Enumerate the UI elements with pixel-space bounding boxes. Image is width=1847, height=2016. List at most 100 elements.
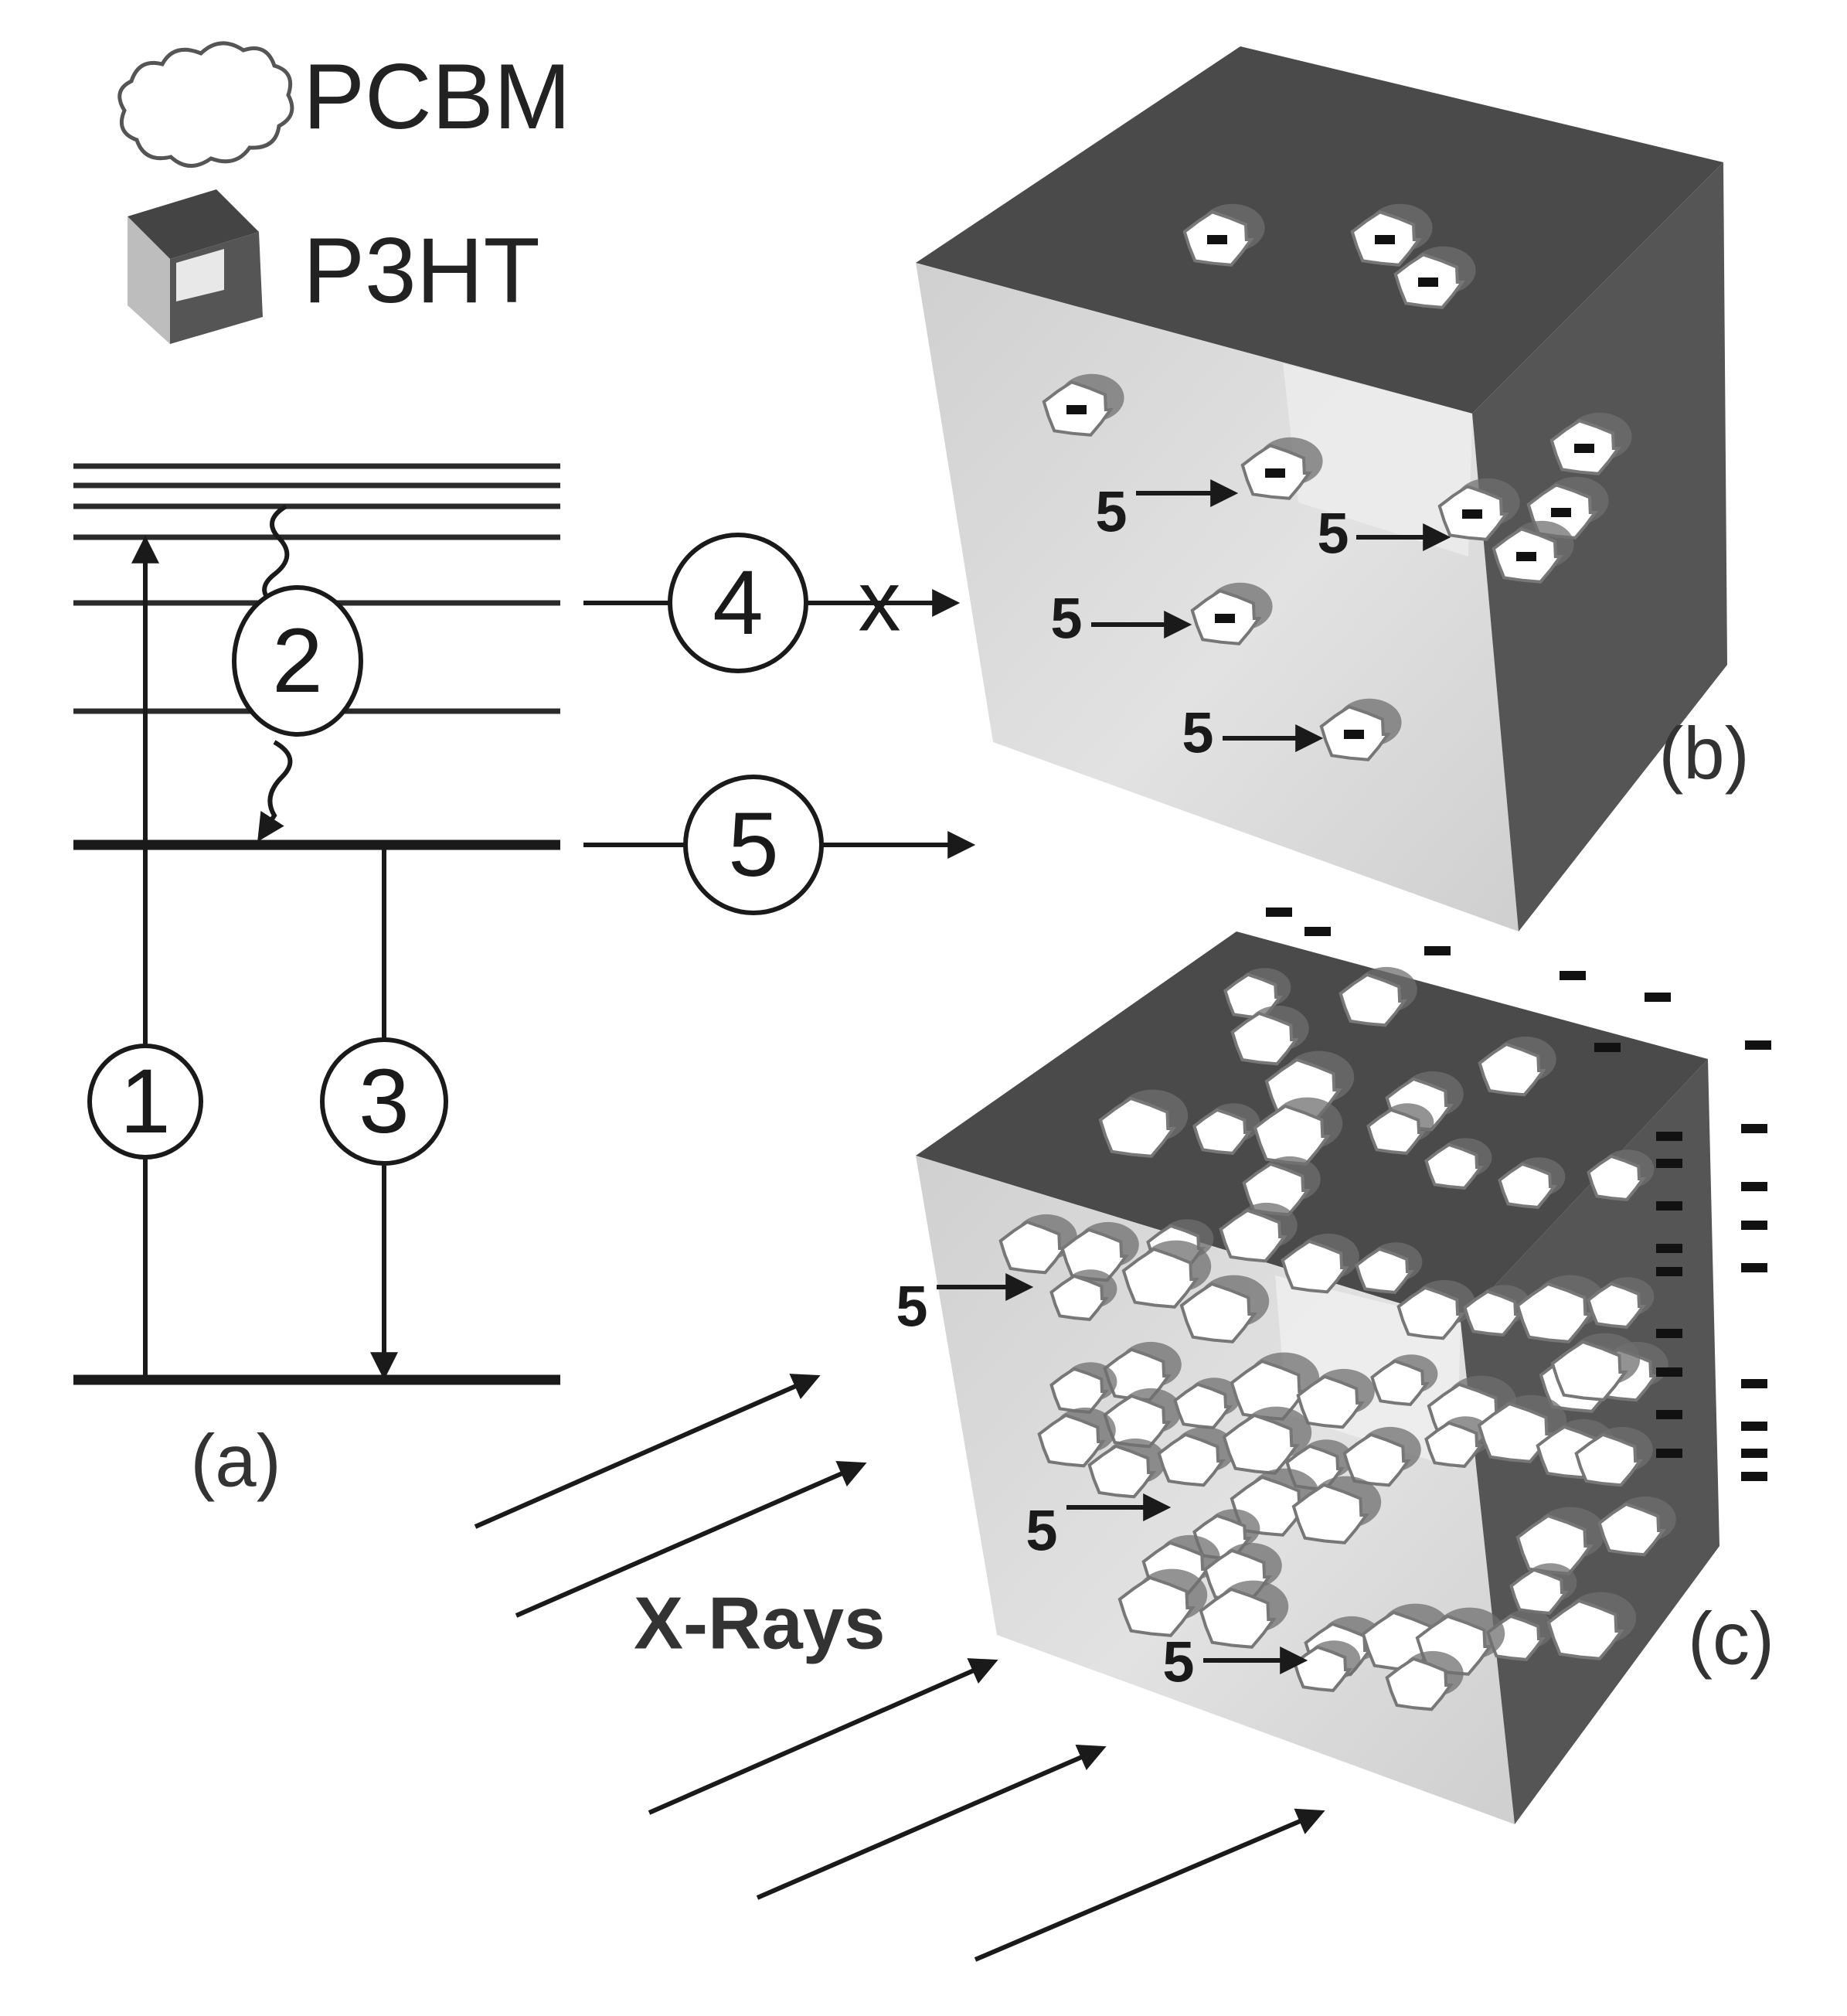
charge-marker (1741, 1449, 1767, 1458)
pcbm-cluster (1478, 1042, 1546, 1097)
x-ray-arrow (515, 1461, 867, 1618)
charge-marker (1656, 1244, 1682, 1253)
pcbm-cluster (1385, 1657, 1454, 1711)
panel-b-label: (b) (1658, 713, 1749, 795)
cube-b-pcbm-clusters (1042, 203, 1632, 761)
charge-marker (1574, 444, 1594, 453)
pcbm-cluster (1281, 1239, 1349, 1294)
site-label: 5 (1095, 480, 1127, 544)
panel-c-label: (c) (1688, 1598, 1774, 1681)
pcbm-legend-label: PCBM (303, 45, 571, 148)
charge-marker (1656, 1449, 1682, 1458)
site-label: 5 (1050, 587, 1082, 651)
pcbm-cluster (1296, 1374, 1365, 1429)
pcbm-cluster (1121, 1247, 1199, 1309)
legend: PCBM P3HT (117, 41, 571, 344)
process-1-label: 1 (120, 1051, 171, 1153)
pcbm-cluster (1179, 1282, 1257, 1343)
charge-marker (1304, 927, 1331, 936)
pcbm-cluster (1587, 1282, 1646, 1329)
charge-marker (1560, 971, 1586, 980)
pcbm-cluster (1173, 1382, 1233, 1429)
charge-marker (1656, 1367, 1682, 1377)
charge-marker (1741, 1379, 1767, 1388)
charge-marker (1207, 235, 1227, 244)
pcbm-cluster (1157, 1432, 1226, 1487)
pcbm-cluster (1424, 1143, 1484, 1190)
x-ray-arrow (974, 1808, 1325, 1962)
charge-marker (1741, 1263, 1767, 1272)
charge-marker (1656, 1267, 1682, 1276)
charge-marker (1265, 468, 1285, 478)
charge-marker (1741, 1221, 1767, 1230)
charge-marker (1462, 509, 1482, 519)
charge-marker (1266, 908, 1292, 917)
pcbm-cluster (1087, 1444, 1156, 1499)
pcbm-cluster (1219, 1208, 1287, 1263)
pcbm-cluster (1230, 1011, 1299, 1066)
cube-b-top-face (916, 46, 1723, 414)
site-label: 5 (1182, 701, 1213, 765)
site-label: 5 (1026, 1499, 1057, 1563)
charge-marker (1516, 552, 1536, 561)
charge-marker (1645, 993, 1671, 1002)
panel-a-label: (a) (190, 1420, 281, 1503)
pcbm-cluster (1509, 1568, 1569, 1615)
charge-marker (1741, 1182, 1767, 1191)
pcbm-cluster (1098, 1096, 1176, 1158)
pcbm-cluster (1192, 1108, 1252, 1155)
relaxation-wavy-upper (262, 504, 290, 609)
process-2-label: 2 (272, 610, 323, 712)
pcbm-cluster (1366, 1108, 1426, 1155)
x-ray-beams: X-Rays (474, 1374, 1325, 1962)
process-4-label: 4 (713, 552, 764, 654)
pcbm-cluster (1498, 1162, 1557, 1209)
x-ray-arrow (474, 1374, 821, 1529)
pcbm-cluster (1037, 1413, 1106, 1468)
pcbm-cluster (1342, 1432, 1411, 1487)
relaxation-wavy-lower (257, 740, 293, 843)
pcbm-cluster (1199, 1587, 1277, 1649)
pcbm-cluster (1370, 1359, 1430, 1406)
pcbm-cluster (1546, 1599, 1624, 1660)
charge-marker (1656, 1201, 1682, 1211)
charge-marker (1656, 1410, 1682, 1419)
pcbm-cluster (1049, 1274, 1109, 1321)
pcbm-cluster (1550, 1340, 1628, 1401)
pcbm-cluster (1424, 1421, 1484, 1468)
charge-marker (1424, 946, 1451, 955)
cube-b-lit-patch (1283, 363, 1472, 557)
pcbm-cluster (1117, 1575, 1196, 1637)
pcbm-cluster (1597, 1502, 1666, 1557)
energy-level-diagram: 1 2 3 4 x 5 (a) (73, 463, 976, 1503)
pcbm-cluster (998, 1220, 1067, 1275)
charge-marker (1594, 1043, 1621, 1052)
charge-marker (1215, 614, 1235, 623)
cube-c: 5 5 5 (c) (896, 908, 1774, 1824)
charge-marker (1741, 1124, 1767, 1133)
pcbm-legend-icon (117, 41, 294, 168)
cube-c-ejected-charges (1266, 908, 1771, 1481)
process-4-circle (668, 533, 808, 673)
x-ray-label: X-Rays (634, 1582, 886, 1665)
pcbm-cluster (1574, 1432, 1643, 1487)
pcbm-cluster (1477, 1401, 1555, 1463)
charge-marker (1656, 1329, 1682, 1338)
site-label: 5 (1162, 1630, 1194, 1694)
charge-marker (1551, 508, 1571, 517)
pcbm-cluster (1515, 1282, 1594, 1343)
x-ray-arrow (648, 1658, 998, 1815)
charge-marker (1656, 1159, 1682, 1168)
process-5-label: 5 (728, 794, 779, 896)
cube-b-side-face (1472, 162, 1727, 931)
site-label: 5 (1317, 502, 1349, 566)
p3ht-legend-label: P3HT (303, 219, 540, 322)
process-5-circle (683, 775, 824, 915)
x-ray-arrow (756, 1744, 1107, 1900)
pcbm-cluster (1463, 1289, 1522, 1337)
charge-marker (1066, 405, 1087, 414)
charge-marker (1741, 1422, 1767, 1431)
blocked-mark: x (859, 554, 901, 649)
process-1-circle (87, 1044, 203, 1160)
